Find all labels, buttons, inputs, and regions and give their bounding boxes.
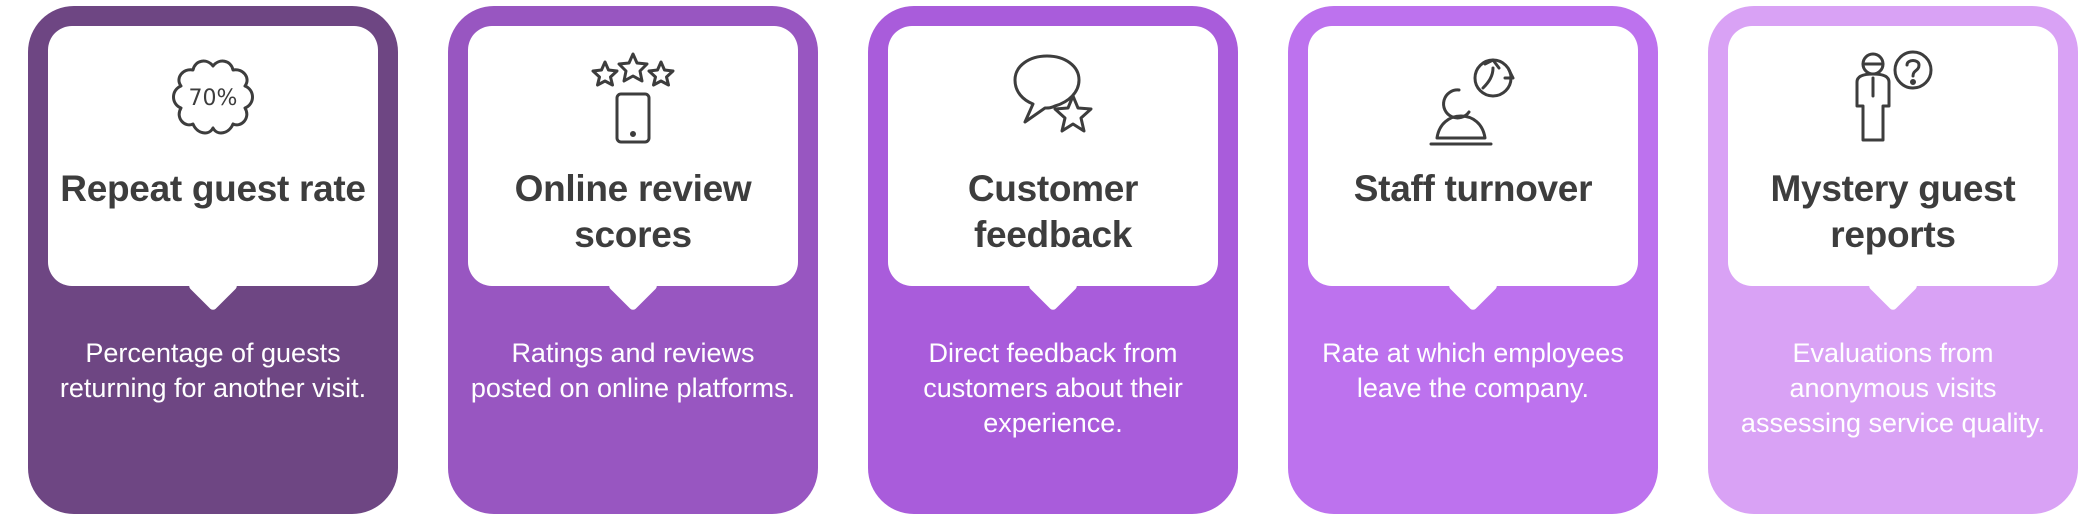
card-staff-turnover: Staff turnover Rate at which employees l… xyxy=(1288,6,1658,514)
card-description: Percentage of guests returning for anoth… xyxy=(59,338,367,403)
card-title: Staff turnover xyxy=(1353,168,1593,209)
card-description: Direct feedback from customers about the… xyxy=(923,338,1183,438)
card-header-panel: Online review scores xyxy=(468,26,798,286)
card-customer-feedback: Customer feedback Direct feedback from c… xyxy=(868,6,1238,514)
card-mystery-guest-reports: Mystery guest reports Evaluations from a… xyxy=(1708,6,2078,514)
card-header-panel: Staff turnover xyxy=(1308,26,1638,286)
cloud-percentage-icon: 70% xyxy=(163,48,263,148)
phone-stars-icon xyxy=(583,48,683,148)
card-title: Online review scores xyxy=(514,168,752,255)
card-header-panel: Mystery guest reports xyxy=(1728,26,2058,286)
card-repeat-guest-rate: 70% Repeat guest rate Percentage of gues… xyxy=(28,6,398,514)
card-header-panel: 70% Repeat guest rate xyxy=(48,26,378,286)
person-turnover-icon xyxy=(1423,48,1523,148)
card-title: Customer feedback xyxy=(967,168,1139,255)
card-description: Rate at which employees leave the compan… xyxy=(1322,338,1624,403)
card-description: Evaluations from anonymous visits assess… xyxy=(1740,338,2046,438)
card-title: Repeat guest rate xyxy=(60,168,366,209)
card-title: Mystery guest reports xyxy=(1770,168,2016,255)
chat-star-icon xyxy=(1003,48,1103,148)
card-description: Ratings and reviews posted on online pla… xyxy=(470,338,796,403)
card-online-review-scores: Online review scores Ratings and reviews… xyxy=(448,6,818,514)
card-header-panel: Customer feedback xyxy=(888,26,1218,286)
cloud-percentage-label: 70% xyxy=(189,86,238,111)
person-question-icon xyxy=(1843,48,1943,148)
